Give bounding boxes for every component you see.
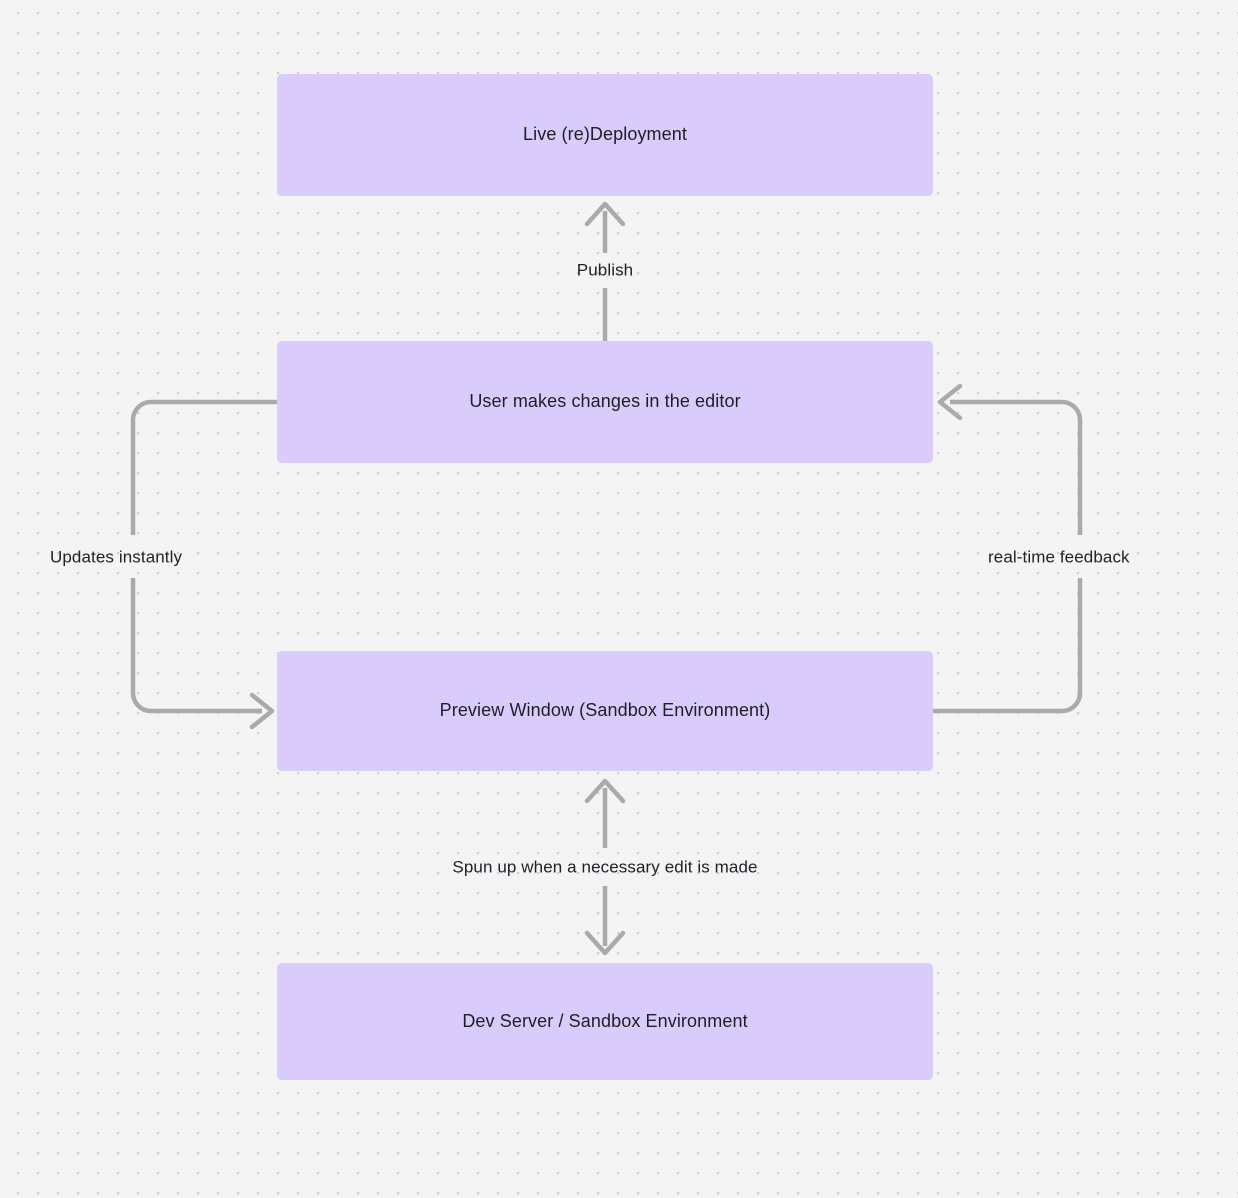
arrowhead-up-publish	[584, 201, 626, 227]
node-live-deployment[interactable]: Live (re)Deployment	[277, 74, 933, 196]
node-preview-window[interactable]: Preview Window (Sandbox Environment)	[277, 651, 933, 771]
node-user-edits[interactable]: User makes changes in the editor	[277, 341, 933, 463]
node-label: Live (re)Deployment	[523, 124, 687, 145]
edge-label-real-time-feedback: real-time feedback	[988, 547, 1130, 567]
arrowhead-left-feedback	[937, 383, 963, 421]
arrowhead-down-spun	[584, 930, 626, 956]
node-label: Preview Window (Sandbox Environment)	[439, 700, 771, 721]
arrowhead-up-spun	[584, 778, 626, 804]
node-dev-server[interactable]: Dev Server / Sandbox Environment	[277, 963, 933, 1080]
arrowhead-right-updates	[249, 692, 275, 730]
edge-label-publish: Publish	[576, 260, 634, 280]
node-label: Dev Server / Sandbox Environment	[462, 1010, 748, 1031]
edge-label-updates-instantly: Updates instantly	[50, 547, 183, 567]
edge-label-spun-up: Spun up when a necessary edit is made	[452, 857, 758, 877]
node-label: User makes changes in the editor	[469, 391, 741, 412]
